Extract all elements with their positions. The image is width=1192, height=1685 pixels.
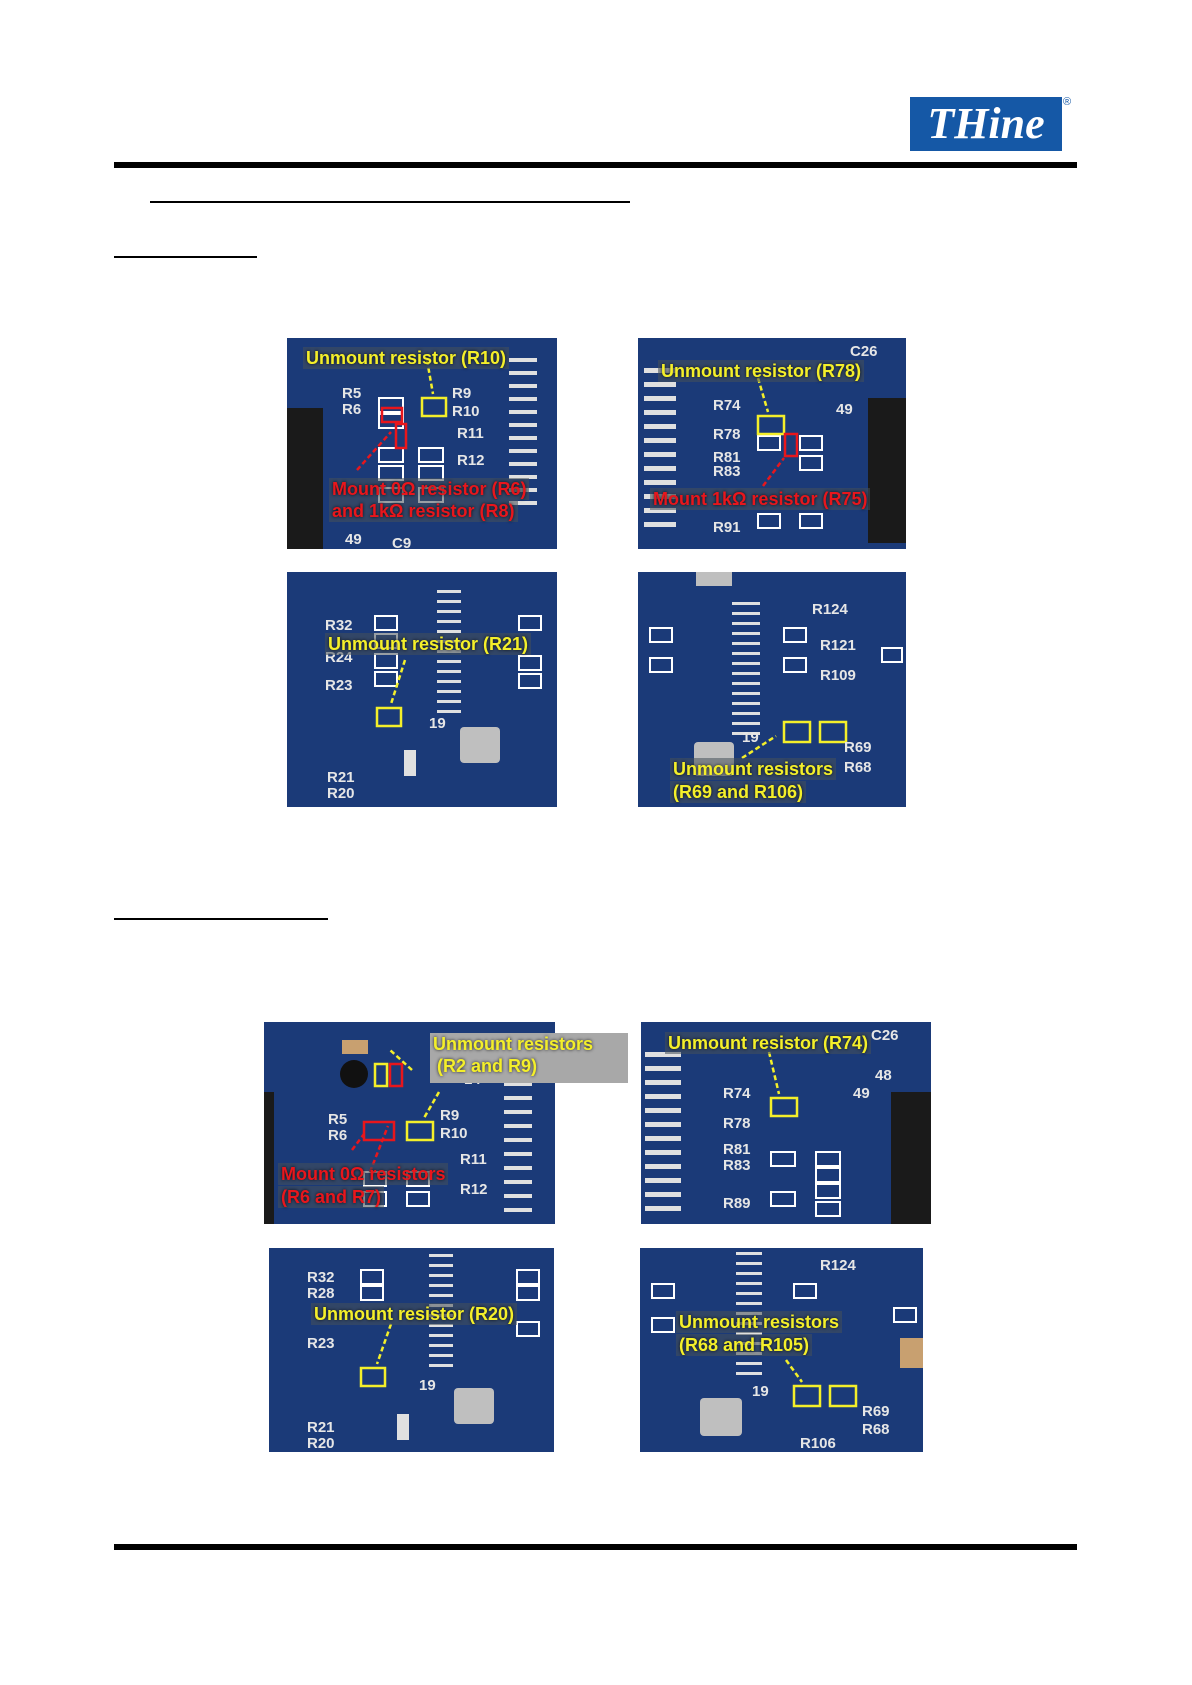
svg-text:R109: R109 bbox=[820, 667, 856, 684]
unmount-label: Unmount resistor (R74) bbox=[665, 1032, 872, 1054]
svg-text:R81: R81 bbox=[723, 1141, 751, 1158]
unmount-label-line1: Unmount resistors bbox=[670, 758, 837, 780]
mount-label-line1: Mount 0Ω resistors bbox=[278, 1163, 449, 1185]
svg-text:49: 49 bbox=[345, 531, 362, 548]
svg-text:19: 19 bbox=[742, 729, 759, 746]
svg-text:R68: R68 bbox=[862, 1421, 890, 1438]
svg-text:R68: R68 bbox=[844, 759, 872, 776]
unmount-label: Unmount resistor (R21) bbox=[325, 633, 532, 655]
mount-label-line2: and 1kΩ resistor (R8) bbox=[329, 500, 518, 522]
svg-text:R78: R78 bbox=[723, 1115, 751, 1132]
svg-text:R106: R106 bbox=[800, 1435, 836, 1452]
svg-text:R74: R74 bbox=[723, 1085, 751, 1102]
svg-text:R124: R124 bbox=[820, 1257, 857, 1274]
svg-text:R69: R69 bbox=[844, 739, 872, 756]
svg-text:R9: R9 bbox=[440, 1107, 459, 1124]
subsection-2-underline bbox=[114, 918, 328, 920]
svg-text:R83: R83 bbox=[713, 463, 741, 480]
svg-text:R23: R23 bbox=[307, 1335, 335, 1352]
svg-text:C26: C26 bbox=[850, 343, 878, 360]
svg-text:R74: R74 bbox=[713, 397, 741, 414]
thine-logo: THine bbox=[910, 97, 1062, 151]
svg-text:R21: R21 bbox=[327, 769, 355, 786]
svg-text:R6: R6 bbox=[328, 1127, 347, 1144]
svg-text:C26: C26 bbox=[871, 1027, 899, 1044]
svg-text:R20: R20 bbox=[307, 1435, 335, 1452]
svg-text:R28: R28 bbox=[307, 1285, 335, 1302]
svg-text:R81: R81 bbox=[713, 449, 741, 466]
svg-text:R78: R78 bbox=[713, 426, 741, 443]
mount-label-line1: Mount 0Ω resistor (R6) bbox=[329, 478, 530, 500]
unmount-label: Unmount resistor (R10) bbox=[303, 347, 510, 369]
svg-text:19: 19 bbox=[419, 1377, 436, 1394]
svg-text:R6: R6 bbox=[342, 401, 361, 418]
svg-text:R69: R69 bbox=[862, 1403, 890, 1420]
svg-text:R5: R5 bbox=[328, 1111, 347, 1128]
registered-mark: ® bbox=[1063, 96, 1072, 108]
svg-text:R20: R20 bbox=[327, 785, 355, 802]
unmount-label-line2: (R2 and R9) bbox=[437, 1056, 538, 1076]
unmount-label-line1: Unmount resistors bbox=[676, 1311, 843, 1333]
svg-text:R124: R124 bbox=[812, 601, 849, 618]
unmount-callout-box: Unmount resistors (R2 and R9) bbox=[430, 1033, 628, 1083]
svg-text:48: 48 bbox=[875, 1067, 892, 1084]
svg-text:R12: R12 bbox=[457, 452, 485, 469]
svg-text:19: 19 bbox=[752, 1383, 769, 1400]
svg-text:R9: R9 bbox=[452, 385, 471, 402]
unmount-label-line1: Unmount resistors bbox=[433, 1034, 594, 1054]
svg-text:R121: R121 bbox=[820, 637, 856, 654]
section-title-underline bbox=[150, 201, 630, 203]
svg-text:R32: R32 bbox=[325, 617, 353, 634]
svg-text:19: 19 bbox=[429, 715, 446, 732]
svg-text:R10: R10 bbox=[440, 1125, 468, 1142]
svg-text:49: 49 bbox=[853, 1085, 870, 1102]
footer-rule bbox=[114, 1544, 1077, 1550]
unmount-label: Unmount resistor (R78) bbox=[658, 360, 865, 382]
svg-text:R23: R23 bbox=[325, 677, 353, 694]
svg-text:R11: R11 bbox=[460, 1151, 487, 1168]
subsection-1-underline bbox=[114, 256, 257, 258]
svg-text:R21: R21 bbox=[307, 1419, 335, 1436]
svg-text:R83: R83 bbox=[723, 1157, 751, 1174]
svg-text:R12: R12 bbox=[460, 1181, 488, 1198]
mount-label-line2: (R6 and R7) bbox=[278, 1186, 385, 1208]
svg-text:C9: C9 bbox=[392, 535, 411, 549]
header-rule bbox=[114, 162, 1077, 168]
svg-text:R5: R5 bbox=[342, 385, 361, 402]
unmount-label-line2: (R68 and R105) bbox=[676, 1334, 813, 1356]
svg-text:49: 49 bbox=[836, 401, 853, 418]
unmount-label: Unmount resistor (R20) bbox=[311, 1303, 518, 1325]
svg-text:R10: R10 bbox=[452, 403, 480, 420]
svg-text:R89: R89 bbox=[723, 1195, 751, 1212]
svg-text:R11: R11 bbox=[457, 425, 484, 442]
svg-text:R32: R32 bbox=[307, 1269, 335, 1286]
unmount-label-line2: (R69 and R106) bbox=[670, 781, 807, 803]
mount-label: Mount 1kΩ resistor (R75) bbox=[650, 488, 871, 510]
svg-text:R91: R91 bbox=[713, 519, 741, 536]
